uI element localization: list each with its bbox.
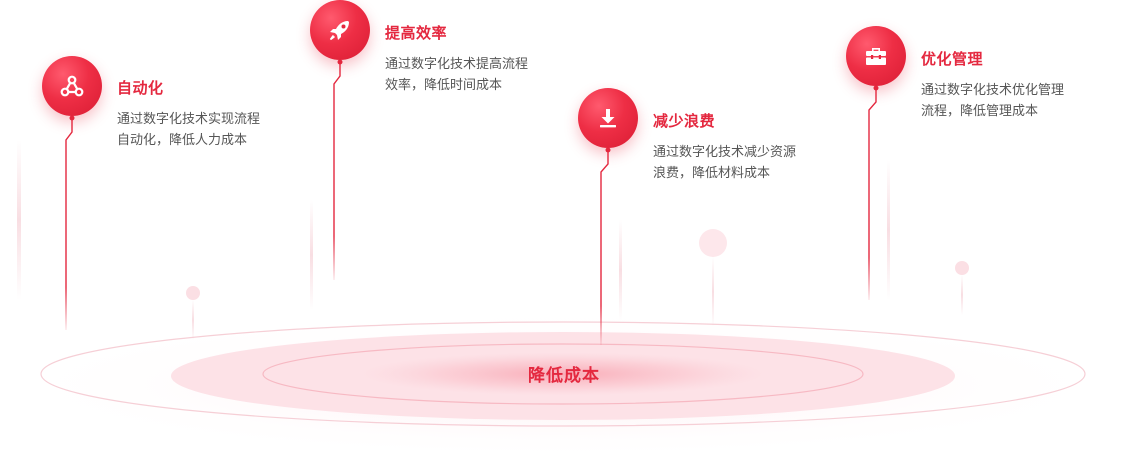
item-title: 优化管理 — [921, 51, 984, 68]
item-description: 通过数字化技术实现流程 自动化，降低人力成本 — [117, 111, 261, 147]
decor-bar — [619, 220, 622, 320]
connector-line — [868, 88, 877, 300]
download-icon — [578, 88, 638, 148]
toolbox-icon — [846, 26, 906, 86]
connector-line — [600, 150, 609, 345]
decor-stick — [192, 300, 194, 340]
connector-line — [333, 62, 341, 280]
inner-ellipse — [358, 352, 768, 396]
decor-dot — [699, 229, 727, 257]
outer-ring — [40, 321, 1086, 427]
rocket-icon — [310, 0, 370, 60]
connector-dot — [873, 85, 879, 91]
decor-bar — [17, 140, 21, 300]
connector-dot — [337, 59, 343, 65]
decor-stick — [712, 257, 714, 327]
center-label: 降低成本 — [528, 366, 600, 385]
item-description: 通过数字化技术减少资源 浪费，降低材料成本 — [653, 144, 797, 180]
item-title: 减少浪费 — [653, 113, 716, 130]
connector-dot — [69, 115, 75, 121]
decor-stick — [961, 275, 963, 315]
inner-outline-ring — [262, 343, 864, 405]
decor-bar — [310, 200, 313, 310]
item-description: 通过数字化技术提高流程 效率，降低时间成本 — [385, 56, 529, 92]
item-title: 提高效率 — [385, 25, 448, 42]
workflow-icon — [42, 56, 102, 116]
item-title: 自动化 — [117, 80, 164, 97]
decor-dot — [955, 261, 969, 275]
item-description: 通过数字化技术优化管理 流程，降低管理成本 — [921, 82, 1065, 118]
connector-dot — [605, 147, 611, 153]
decor-dot — [186, 286, 200, 300]
connector-line — [65, 118, 73, 330]
decor-bar — [887, 160, 890, 300]
